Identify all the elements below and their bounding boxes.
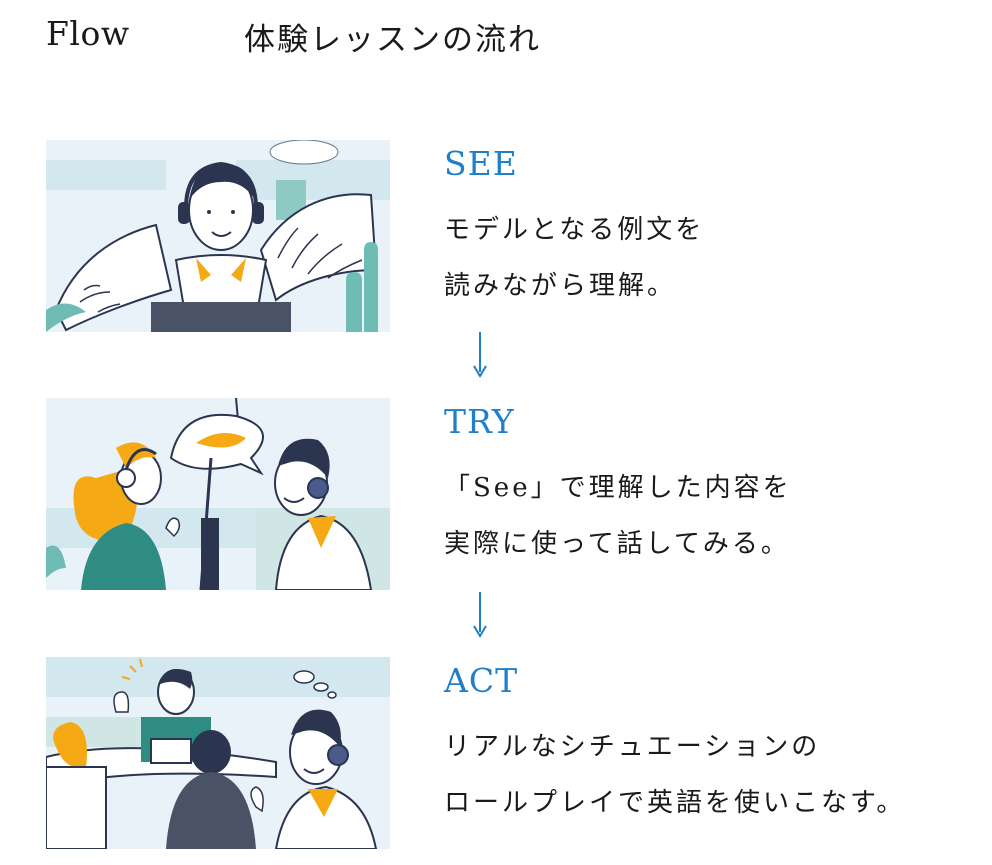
description-line: 実際に使って話してみる。 [444,529,790,559]
description-line: 「See」で理解した内容を [444,473,792,503]
description-line: リアルなシチュエーションの [444,732,821,762]
step-title: ACT [444,661,519,700]
page-title-ja: 体験レッスンの流れ [244,22,541,58]
step-description: 「See」で理解した内容を 実際に使って話してみる。 [444,460,792,572]
step-title: TRY [444,402,515,441]
down-arrow-icon [470,592,490,638]
description-line: モデルとなる例文を [444,215,705,245]
office-role-play-illustration [46,657,390,849]
illustration-act [46,657,390,849]
step-title: SEE [444,144,518,183]
description-line: 読みながら理解。 [444,271,677,301]
page-title-en: Flow [46,14,130,53]
step-description: モデルとなる例文を 読みながら理解。 [444,202,704,314]
description-line: ロールプレイで英語を使いこなす。 [444,788,906,818]
illustration-see [46,140,390,332]
man-with-headphones-illustration [46,140,390,332]
step-description: リアルなシチュエーションの ロールプレイで英語を使いこなす。 [444,719,905,831]
illustration-try [46,398,390,590]
down-arrow-icon [470,332,490,378]
two-people-talking-illustration [46,398,390,590]
